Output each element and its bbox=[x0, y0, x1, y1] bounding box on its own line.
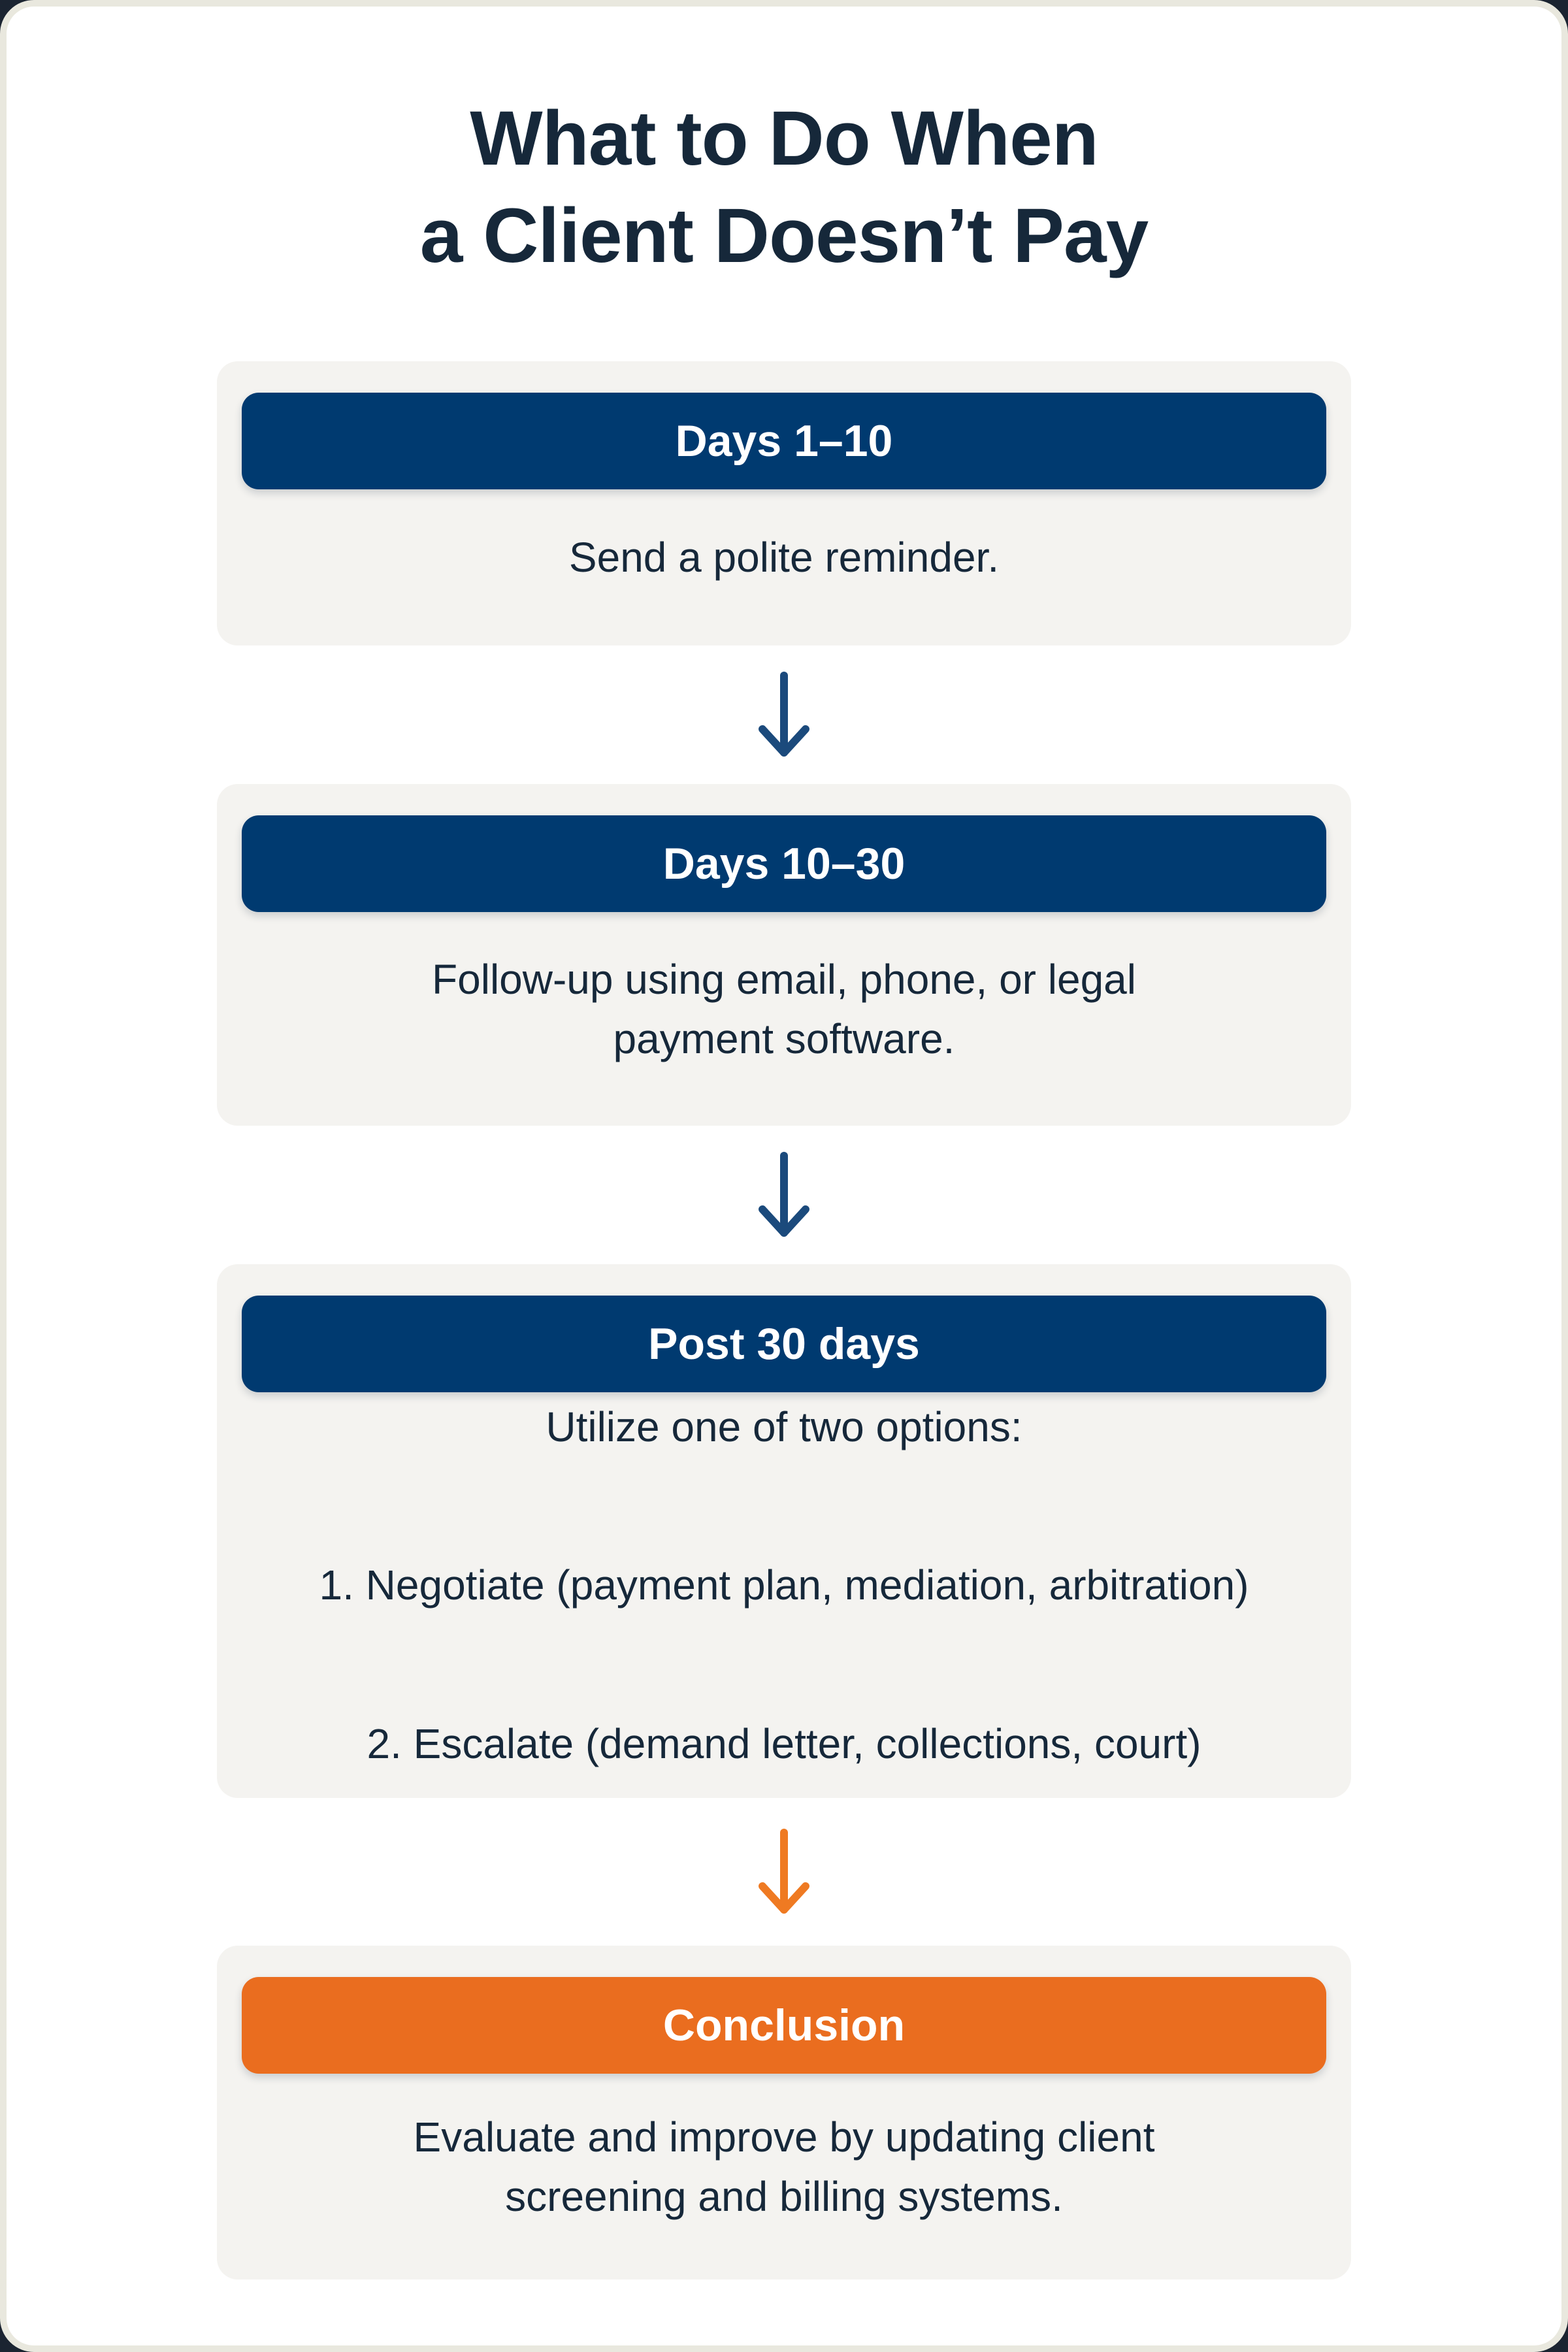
page-title-line-2: a Client Doesn’t Pay bbox=[419, 192, 1149, 279]
page-title: What to Do When a Client Doesn’t Pay bbox=[419, 90, 1149, 284]
down-arrow-icon bbox=[759, 672, 809, 757]
step-body-text: Follow-up using email, phone, or legal p… bbox=[432, 955, 1136, 1062]
arrow-container bbox=[217, 1126, 1351, 1264]
step-body-text: Utilize one of two options: bbox=[546, 1403, 1022, 1450]
step-body-option-escalate: 2. Escalate (demand letter, collections,… bbox=[367, 1720, 1201, 1768]
page-title-line-1: What to Do When bbox=[470, 95, 1099, 182]
step-card-conclusion: Conclusion Evaluate and improve by updat… bbox=[217, 1946, 1351, 2280]
step-body: Send a polite reminder. bbox=[242, 489, 1326, 626]
step-body-option-negotiate: 1. Negotiate (payment plan, mediation, a… bbox=[319, 1561, 1249, 1609]
step-body-text: Evaluate and improve by updating client … bbox=[413, 2113, 1155, 2220]
step-header-days-10-30: Days 10–30 bbox=[242, 815, 1326, 913]
step-body: Follow-up using email, phone, or legal p… bbox=[242, 912, 1326, 1106]
flowchart: What to Do When a Client Doesn’t Pay Day… bbox=[217, 7, 1351, 2280]
step-body: Utilize one of two options: 1. Negotiate… bbox=[242, 1392, 1326, 1778]
step-header-conclusion: Conclusion bbox=[242, 1977, 1326, 2074]
step-header-days-1-10: Days 1–10 bbox=[242, 393, 1326, 490]
step-body: Evaluate and improve by updating client … bbox=[242, 2074, 1326, 2260]
arrow-container bbox=[217, 1798, 1351, 1946]
step-header-label: Post 30 days bbox=[648, 1319, 920, 1369]
step-header-label: Conclusion bbox=[662, 2001, 906, 2051]
step-card-post-30-days: Post 30 days Utilize one of two options:… bbox=[217, 1264, 1351, 1799]
down-arrow-icon bbox=[759, 1829, 809, 1914]
step-header-label: Days 10–30 bbox=[662, 839, 906, 889]
step-header-post-30-days: Post 30 days bbox=[242, 1296, 1326, 1393]
step-header-label: Days 1–10 bbox=[675, 416, 893, 466]
arrow-container bbox=[217, 645, 1351, 784]
step-card-days-10-30: Days 10–30 Follow-up using email, phone,… bbox=[217, 784, 1351, 1126]
step-card-days-1-10: Days 1–10 Send a polite reminder. bbox=[217, 361, 1351, 646]
step-body-text: Send a polite reminder. bbox=[568, 534, 1000, 581]
down-arrow-icon bbox=[759, 1152, 809, 1237]
